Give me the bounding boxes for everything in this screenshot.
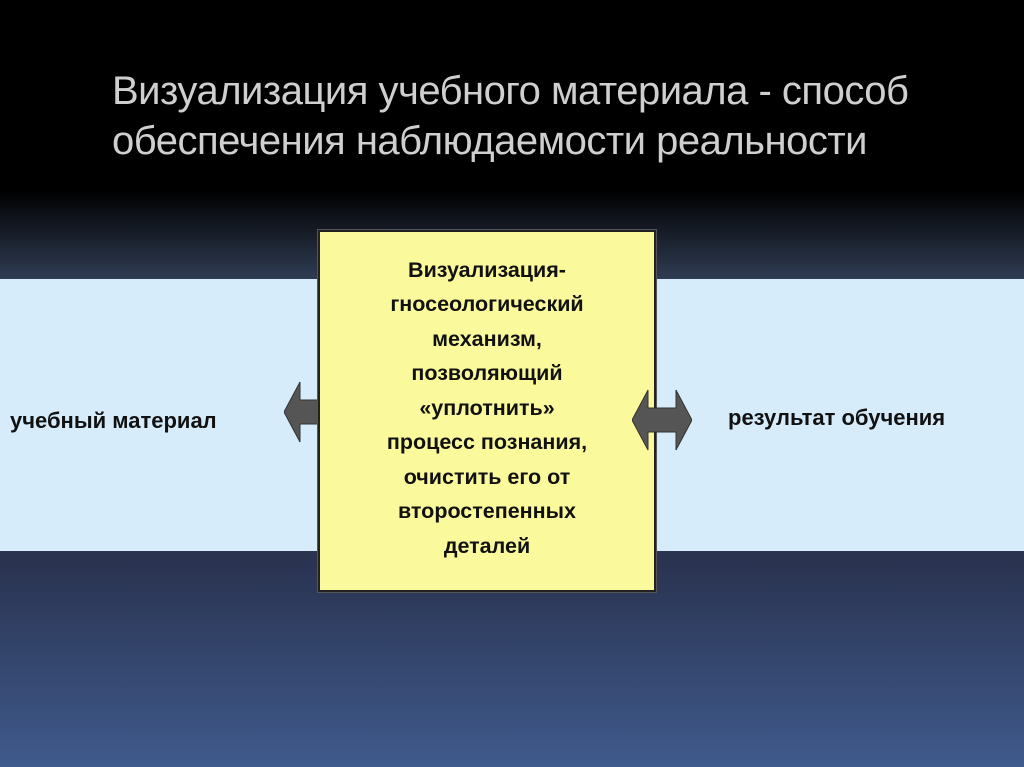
- definition-text: Визуализация- гносеологический механизм,…: [337, 253, 637, 564]
- slide-title-line-1: Визуализация учебного материала - способ: [112, 69, 909, 113]
- definition-line-7: очистить его от: [403, 464, 571, 489]
- slide-title-line-2: обеспечения наблюдаемости реальности: [112, 119, 868, 163]
- left-label-educational-material: учебный материал: [10, 408, 217, 433]
- definition-line-8: второстепенных: [398, 499, 576, 524]
- definition-line-6: процесс познания,: [386, 430, 588, 455]
- definition-line-2: гносеологический: [390, 292, 584, 317]
- definition-line-9: деталей: [443, 533, 531, 558]
- definition-line-5: «уплотнить»: [419, 395, 555, 420]
- right-label-learning-result: результат обучения: [728, 405, 946, 430]
- visualization-definition-box: Визуализация- гносеологический механизм,…: [318, 230, 656, 592]
- double-arrow-icon: [632, 389, 692, 451]
- definition-line-4: позволяющий: [411, 361, 563, 386]
- definition-line-3: механизм,: [432, 326, 542, 351]
- slide-title: Визуализация учебного материала - способ…: [112, 66, 972, 166]
- definition-line-1: Визуализация-: [408, 257, 566, 282]
